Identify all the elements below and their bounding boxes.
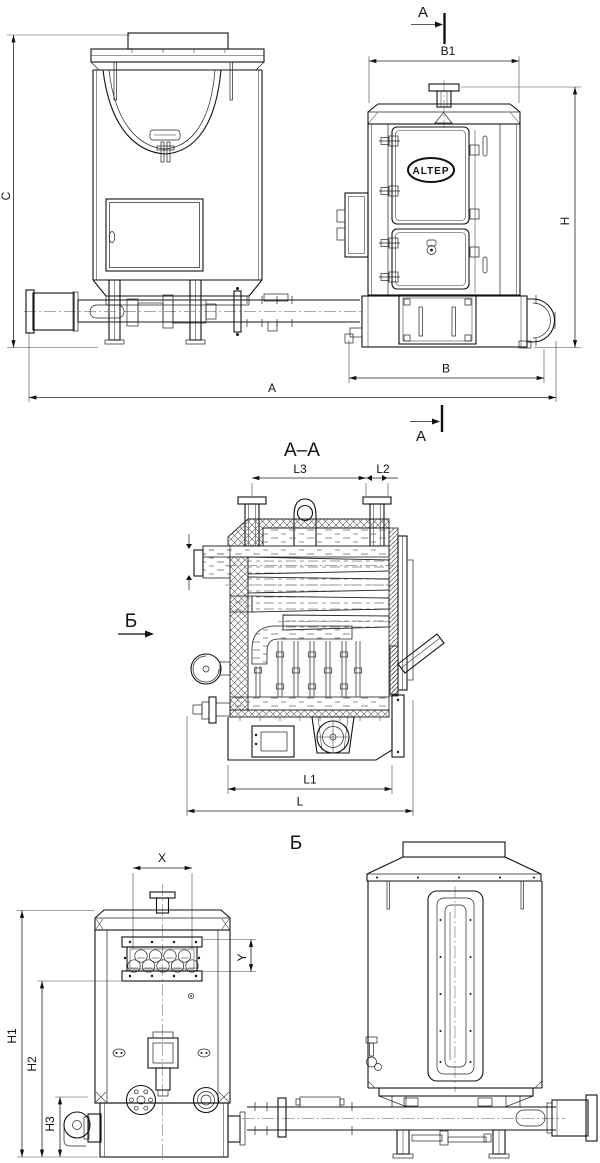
boiler-view-b <box>63 884 246 1160</box>
drain-valve <box>365 1036 382 1071</box>
boiler-front: ALTEP <box>336 80 556 349</box>
section-title: А–А <box>284 440 320 461</box>
hopper-side-view <box>365 841 543 1108</box>
latch-right <box>197 1048 211 1058</box>
dim-label-b: B <box>442 362 450 376</box>
dim-label-l: L <box>297 795 304 809</box>
conveyor-view-b <box>242 1094 598 1159</box>
draft-fan <box>190 653 222 685</box>
section-label-a-top: А <box>418 4 428 21</box>
view-b-title: Б <box>290 833 302 854</box>
view-b: Б X <box>5 833 598 1160</box>
round-port <box>192 1086 220 1114</box>
dim-label-x: X <box>158 851 166 865</box>
dim-h: H <box>461 86 581 348</box>
door-hinges <box>379 135 400 283</box>
dim-label-h3: H3 <box>43 1116 57 1132</box>
dim-label-b1: B1 <box>441 44 456 58</box>
control-box <box>251 725 295 758</box>
dim-l1: L1 <box>227 765 393 794</box>
boiler-upper-door <box>391 126 470 225</box>
dim-c: C <box>0 34 130 348</box>
dim-y: Y <box>203 939 256 972</box>
dim-b: B <box>348 340 545 383</box>
dim-label-l2: L2 <box>376 462 390 476</box>
burner-mount <box>527 298 556 343</box>
hopper-chute-outer <box>102 69 222 155</box>
conveyor-slot <box>515 1109 546 1127</box>
dim-label-h: H <box>558 217 572 226</box>
dim-h2: H2 <box>25 980 121 1158</box>
dim-h1: H1 <box>5 910 98 1158</box>
dim-a: A <box>28 332 557 402</box>
water-tubes <box>254 641 362 697</box>
hopper-lid-handle <box>149 129 181 141</box>
hopper-door-handle <box>108 231 116 243</box>
section-label-a-bottom: А <box>416 428 426 445</box>
lifting-lug <box>293 498 317 546</box>
auger-inspection-slot <box>89 304 125 319</box>
section-body <box>186 518 445 761</box>
latch-left <box>112 1048 126 1058</box>
lower-door-handle <box>426 245 437 255</box>
feed-auger-front <box>24 287 362 336</box>
section-mark-a-top: А <box>411 4 446 44</box>
dim-l: L <box>186 700 414 816</box>
dim-label-h1: H1 <box>5 1028 19 1044</box>
ash-door <box>398 294 477 345</box>
brand-logo-text: ALTEP <box>412 166 449 177</box>
dim-label-l1: L1 <box>303 773 317 787</box>
flue-connection-box <box>344 192 369 258</box>
dim-label-c: C <box>0 191 13 200</box>
auger-motor-cap <box>25 289 35 334</box>
dim-b1: B1 <box>368 44 520 103</box>
view-arrow-b-label: Б <box>125 611 137 632</box>
bolt-flange <box>125 1084 157 1116</box>
dim-label-a: A <box>268 381 276 395</box>
section-view-aa: А–А L3 L2 <box>118 440 445 816</box>
hopper-door <box>105 198 204 272</box>
dim-label-y: Y <box>235 953 249 961</box>
dim-label-h2: H2 <box>25 1056 39 1072</box>
brand-logo: ALTEP <box>407 157 455 183</box>
fuel-hopper-front <box>90 32 265 345</box>
auger-motor <box>32 292 75 331</box>
tube-plate <box>121 936 203 982</box>
dim-label-l3: L3 <box>293 462 307 476</box>
burner-bracket <box>311 716 355 754</box>
dim-x: X <box>132 851 193 949</box>
return-duct <box>251 625 353 665</box>
dim-h3: H3 <box>43 1096 88 1158</box>
view-arrow-b: Б <box>118 611 154 638</box>
dim-l2: L2 <box>366 462 398 496</box>
front-view: А C B1 H <box>0 4 581 445</box>
dim-l3: L3 <box>251 462 367 496</box>
flue-outlet-stub <box>397 633 445 674</box>
sight-port-assembly <box>147 1031 179 1097</box>
section-mark-a-bottom: А <box>410 405 444 445</box>
boiler-base <box>361 295 528 348</box>
level-sight-strip <box>427 890 484 1082</box>
boiler-lower-door <box>391 228 470 290</box>
